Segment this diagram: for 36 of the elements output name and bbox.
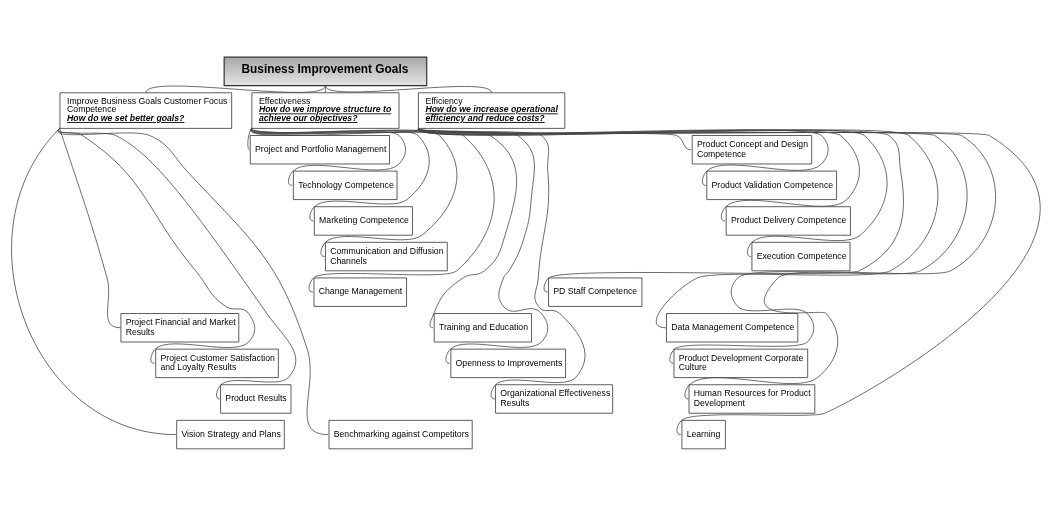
node-box: Human Resources for Product Development: [688, 384, 816, 414]
node-box: Data Management Competence: [666, 313, 799, 343]
connector: [59, 128, 121, 329]
connector: [58, 128, 297, 400]
node-box: PD Staff Competence: [548, 277, 643, 307]
node-box: Change Management: [313, 277, 407, 307]
node-box: Effectiveness How do we improve structure to achieve our objectives?: [251, 92, 400, 129]
node-box: Learning: [681, 419, 726, 450]
connector: [418, 128, 968, 364]
connector: [418, 128, 904, 293]
connector: [57, 128, 329, 435]
node-box: Openness to Improvements: [450, 348, 566, 378]
node-box: Product Validation Competence: [706, 170, 837, 200]
connector: [418, 128, 1040, 435]
connector: [418, 128, 939, 329]
node-box: Communication and Diffusion Channels: [325, 241, 448, 272]
connector: [11, 128, 177, 435]
node-box: Business Improvement Goals: [223, 56, 428, 87]
node-box: Project and Portfolio Management: [249, 135, 390, 165]
connector: [247, 128, 253, 151]
node-box: Benchmarking against Competitors: [328, 419, 473, 450]
node-box: Product Delivery Competence: [725, 206, 851, 236]
node-box: Efficiency How do we increase operational efficiency and reduce costs?: [418, 92, 566, 129]
node-box: Technology Competence: [293, 170, 398, 200]
node-box: Project Customer Satisfaction and Loyalty Results: [155, 348, 279, 378]
node-box: Marketing Competence: [313, 206, 413, 236]
node-box: Organizational Effectiveness Results: [495, 384, 614, 414]
node-box: Product Results: [220, 384, 292, 414]
node-box: Improve Business Goals Customer Focus Competence How do we set better goals?: [59, 92, 233, 129]
node-box: Vision Strategy and Plans: [176, 419, 285, 450]
node-box: Product Concept and Design Competence: [691, 135, 813, 165]
node-box: Project Financial and Market Results: [120, 313, 240, 343]
node-box: Training and Education: [433, 313, 532, 343]
connector: [418, 128, 996, 400]
node-box: Product Development Corporate Culture: [673, 348, 809, 378]
node-box: Execution Competence: [751, 241, 851, 272]
